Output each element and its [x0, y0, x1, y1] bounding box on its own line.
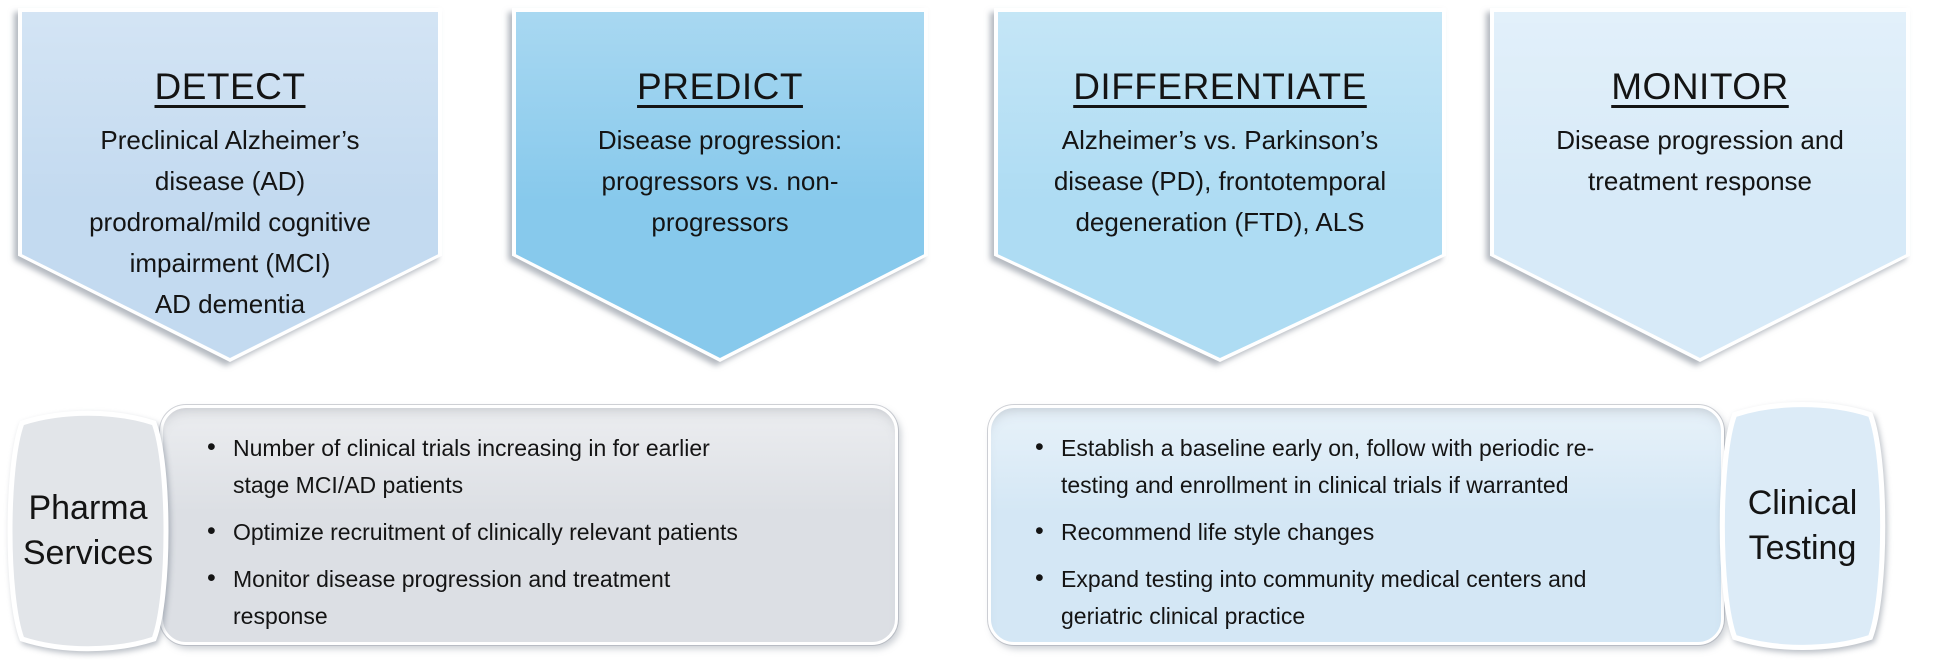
banner-predict: PREDICT Disease progression: progressors… [512, 8, 928, 362]
banner-differentiate-title: DIFFERENTIATE [1073, 66, 1367, 107]
banner-detect: DETECT Preclinical Alzheimer’s disease (… [18, 8, 442, 362]
banner-detect-body: Preclinical Alzheimer’s disease (AD) pro… [89, 125, 371, 319]
clinical-testing-label: Clinical Testing [1747, 484, 1858, 567]
bullet-item: Establish a baseline early on, follow wi… [1033, 429, 1705, 504]
pharma-services-panel: Number of clinical trials increasing in … [160, 405, 898, 645]
banner-differentiate: DIFFERENTIATE Alzheimer’s vs. Parkinson’… [994, 8, 1446, 362]
banner-detect-content: DETECT Preclinical Alzheimer’s disease (… [31, 66, 430, 325]
clinical-testing-panel: Establish a baseline early on, follow wi… [988, 405, 1724, 645]
bullet-item: Optimize recruitment of clinically relev… [205, 513, 879, 551]
banner-predict-content: PREDICT Disease progression: progressors… [524, 66, 915, 243]
banner-monitor-shape [1490, 8, 1910, 362]
banner-predict-title: PREDICT [637, 66, 803, 107]
pharma-services-label: Pharma Services [22, 489, 154, 572]
pharma-services-bullet-list: Number of clinical trials increasing in … [163, 408, 895, 635]
banner-detect-shape [18, 8, 442, 362]
banner-detect-title: DETECT [154, 66, 306, 107]
banner-monitor-title: MONITOR [1611, 66, 1789, 107]
banner-differentiate-content: DIFFERENTIATE Alzheimer’s vs. Parkinson’… [1008, 66, 1433, 243]
barrel-shape [1719, 401, 1886, 651]
banner-monitor-body: Disease progression and treatment respon… [1556, 125, 1844, 196]
bullet-item: Recommend life style changes [1033, 513, 1705, 551]
barrel-shape [7, 410, 169, 652]
banner-monitor-content: MONITOR Disease progression and treatmen… [1503, 66, 1898, 202]
banner-predict-body: Disease progression: progressors vs. non… [597, 125, 843, 237]
clinical-testing-bullet-list: Establish a baseline early on, follow wi… [991, 408, 1721, 635]
banner-monitor: MONITOR Disease progression and treatmen… [1490, 8, 1910, 362]
bullet-item: Expand testing into community medical ce… [1033, 560, 1705, 635]
bullet-item: Number of clinical trials increasing in … [205, 429, 879, 504]
banner-differentiate-body: Alzheimer’s vs. Parkinson’s disease (PD)… [1053, 125, 1387, 237]
clinical-testing-barrel: Clinical Testing [1712, 394, 1893, 658]
bullet-item: Monitor disease progression and treatmen… [205, 560, 879, 635]
pharma-services-barrel: Pharma Services [0, 403, 176, 659]
